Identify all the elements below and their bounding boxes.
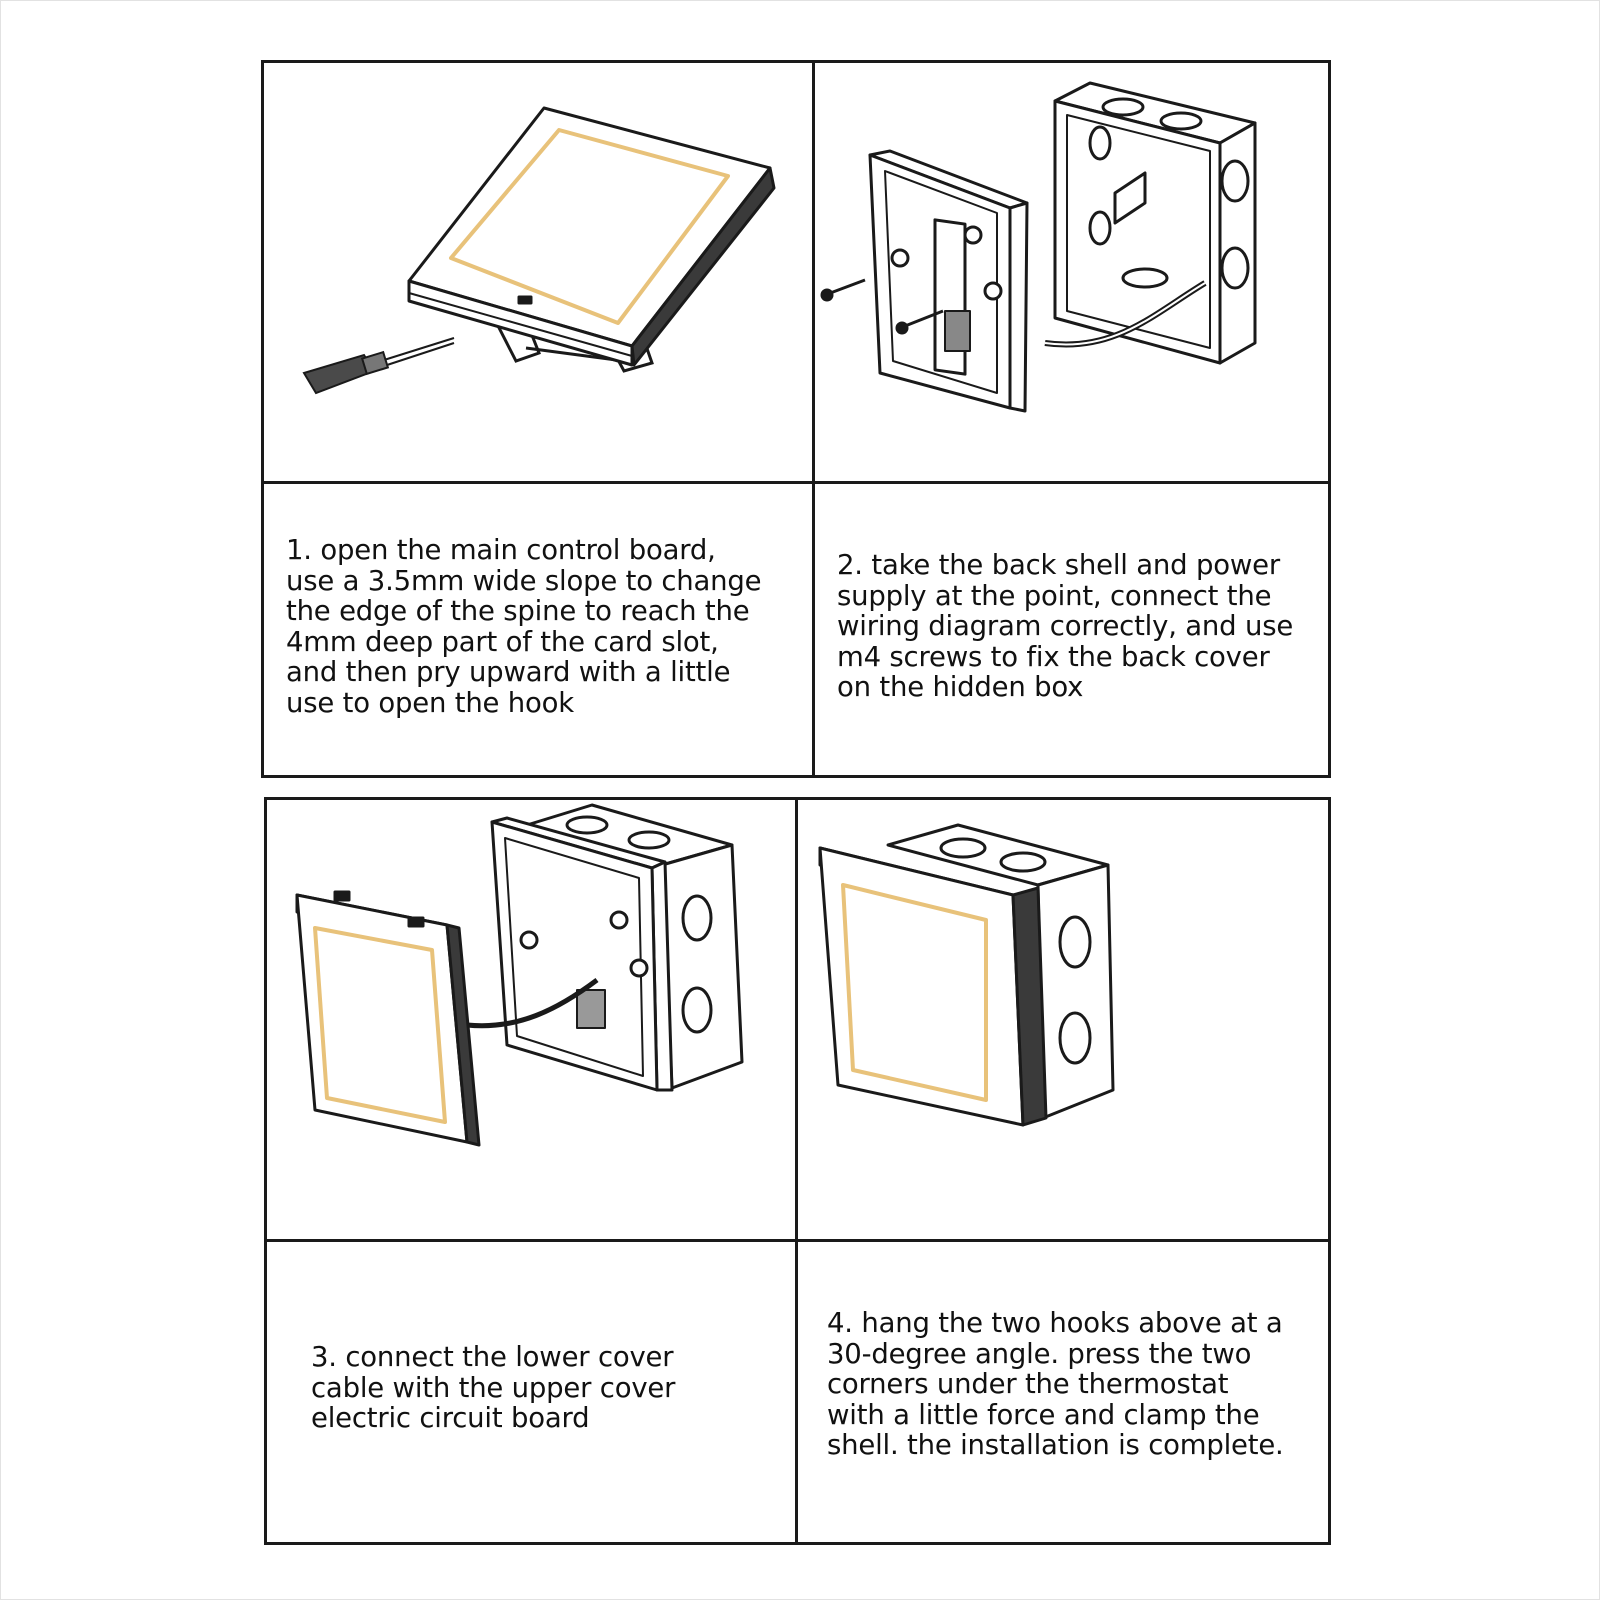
step-1-text-cell: 1. open the main control board, use a 3.… xyxy=(264,484,812,775)
thermostat-panel xyxy=(295,890,481,1147)
junction-box xyxy=(525,803,744,1090)
thermostat-panel-mounted xyxy=(818,846,1048,1127)
screwdriver-icon xyxy=(302,337,455,395)
step-3-illustration xyxy=(267,800,795,1239)
back-shell xyxy=(490,816,674,1092)
step-3-text: 3. connect the lower cover cable with th… xyxy=(311,1341,676,1434)
step-1-text: 1. open the main control board, use a 3.… xyxy=(286,534,762,719)
connection-cable xyxy=(466,977,599,1029)
m4-screw-icon xyxy=(820,278,944,335)
step-2-text-cell: 2. take the back shell and power supply … xyxy=(815,484,1328,775)
step-4-text: 4. hang the two hooks above at a 30-degr… xyxy=(827,1307,1284,1461)
step-4-illustration xyxy=(798,800,1328,1239)
step-2-text: 2. take the back shell and power supply … xyxy=(837,549,1294,703)
step-2-illustration xyxy=(815,63,1328,481)
step-3-text-cell: 3. connect the lower cover cable with th… xyxy=(267,1242,795,1542)
step-1-illustration xyxy=(264,63,812,481)
top-grid-divider-horizontal xyxy=(261,481,1331,484)
bottom-grid-divider-vertical xyxy=(795,797,798,1545)
step-4-text-cell: 4. hang the two hooks above at a 30-degr… xyxy=(798,1242,1328,1542)
bottom-grid-divider-horizontal xyxy=(264,1239,1331,1242)
top-instruction-grid xyxy=(261,60,1331,778)
thermostat-panel xyxy=(407,106,776,367)
junction-box xyxy=(1053,81,1257,365)
junction-box xyxy=(886,823,1115,1120)
top-grid-divider-vertical xyxy=(812,60,815,778)
back-shell xyxy=(868,149,1029,413)
